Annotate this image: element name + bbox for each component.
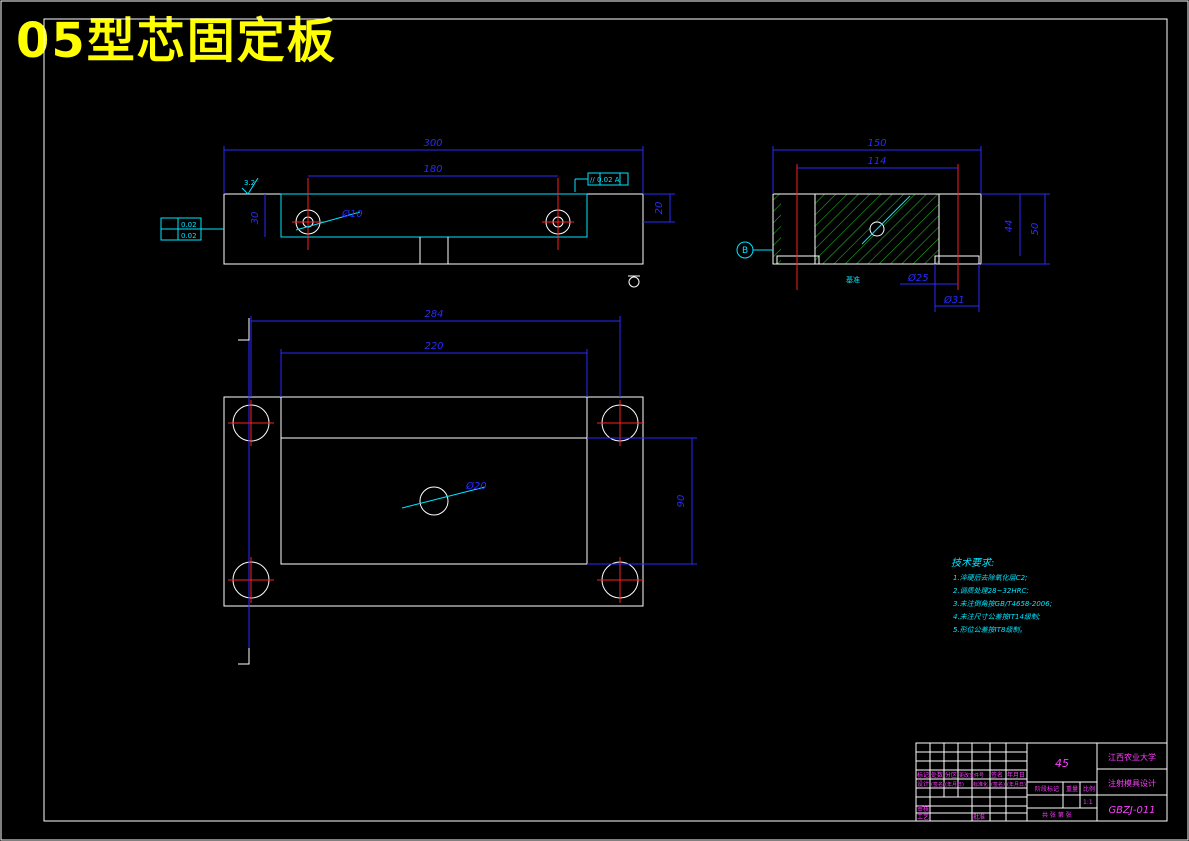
dim-220: 220 xyxy=(424,341,443,352)
tech-requirements: 技术要求: 1.淬硬后去除氧化层C2; 2.调质处理28~32HRC; 3.未注… xyxy=(951,557,1052,634)
dim-300: 300 xyxy=(423,138,442,149)
tech-item-1: 1.淬硬后去除氧化层C2; xyxy=(953,574,1027,582)
tb-row1-c2: 处数 xyxy=(931,771,943,779)
side-view: 150 114 44 50 Ø25 Ø31 基准 B xyxy=(736,138,1050,312)
front-view: 300 180 30 20 Ø10 3.2 // 0.02 A 0.02 0.0… xyxy=(160,138,675,288)
tb-row2-c1: 设计 xyxy=(917,780,929,788)
tb-row2-c5: (签名) xyxy=(991,781,1005,788)
dim-bore-inner: Ø25 xyxy=(907,272,929,284)
side-body xyxy=(772,193,982,265)
tb-approve-label: 批准 xyxy=(973,813,985,821)
tb-row2-c4: 标准化 xyxy=(973,781,988,788)
tb-material: 45 xyxy=(1055,757,1069,770)
tolerance-frame-text: // 0.02 A xyxy=(590,176,620,184)
dim-20: 20 xyxy=(654,202,665,215)
dim-44: 44 xyxy=(1004,220,1015,233)
inner-frame xyxy=(43,18,1168,822)
tb-part-name: 注射模具设计 xyxy=(1108,778,1156,788)
dim-90: 90 xyxy=(676,495,687,508)
tb-review-label: 审核 xyxy=(917,805,929,813)
dim-center-hole: Ø20 xyxy=(465,480,487,492)
section-b-label: B xyxy=(742,246,748,256)
tb-row1-c6: 年月日 xyxy=(1007,771,1025,779)
tb-row2-c6: (年月日) xyxy=(1007,781,1026,788)
tb-row1-c1: 标记 xyxy=(917,771,929,779)
tb-row1-c3: 分区 xyxy=(945,771,957,779)
dim-bore-outer: Ø31 xyxy=(943,294,965,306)
side-hatch-left xyxy=(773,194,781,264)
tb-bottom-note: 共 张 第 张 xyxy=(1042,811,1072,819)
tech-item-4: 4.未注尺寸公差按IT14级制; xyxy=(953,613,1040,621)
dim-284: 284 xyxy=(424,309,443,320)
tb-drawing-no: GBZJ-011 xyxy=(1108,805,1155,816)
tb-scale-label: 比例 xyxy=(1083,785,1095,793)
dim-hole-dia: Ø10 xyxy=(341,208,363,220)
position-frame-top: 0.02 xyxy=(181,221,197,229)
front-plate xyxy=(223,193,644,265)
tb-stage-label: 阶段标记 xyxy=(1035,785,1059,793)
top-pocket xyxy=(280,437,588,565)
side-datum-label: 基准 xyxy=(846,275,860,284)
center-hole xyxy=(419,486,449,516)
title-block: 标记 处数 分区 更改文件号 签名 年月日 设计 (签名) (年月日) 标准化 … xyxy=(915,742,1168,822)
dim-50: 50 xyxy=(1030,223,1041,236)
drawing-title: 05型芯固定板 xyxy=(16,13,337,69)
top-view: Ø20 284 220 90 xyxy=(223,309,697,665)
tech-heading: 技术要求: xyxy=(951,557,994,569)
tech-item-3: 3.未注倒角按GB/T4658-2006; xyxy=(953,600,1052,608)
roughness-value: 3.2 xyxy=(244,179,255,187)
tb-row2-c3: (年月日) xyxy=(945,781,964,788)
tb-weight-label: 重量 xyxy=(1066,785,1078,793)
dim-180: 180 xyxy=(423,164,442,175)
tb-scale-value: 1:1 xyxy=(1083,799,1093,806)
tb-process-label: 工艺 xyxy=(917,813,929,821)
dim-114: 114 xyxy=(867,156,886,167)
position-frame-bottom: 0.02 xyxy=(181,232,197,240)
dim-150: 150 xyxy=(867,138,886,149)
top-plate xyxy=(223,396,644,607)
front-slot-rect xyxy=(280,193,588,238)
tb-row2-c2: (签名) xyxy=(931,781,945,788)
tb-row1-c4: 更改文件号 xyxy=(959,772,984,779)
tech-item-2: 2.调质处理28~32HRC; xyxy=(953,587,1029,595)
tb-school: 江西农业大学 xyxy=(1108,752,1156,762)
tech-item-5: 5.形位公差按IT8级制。 xyxy=(953,626,1026,634)
tb-row1-c5: 签名 xyxy=(991,771,1003,779)
dim-30: 30 xyxy=(250,212,261,225)
